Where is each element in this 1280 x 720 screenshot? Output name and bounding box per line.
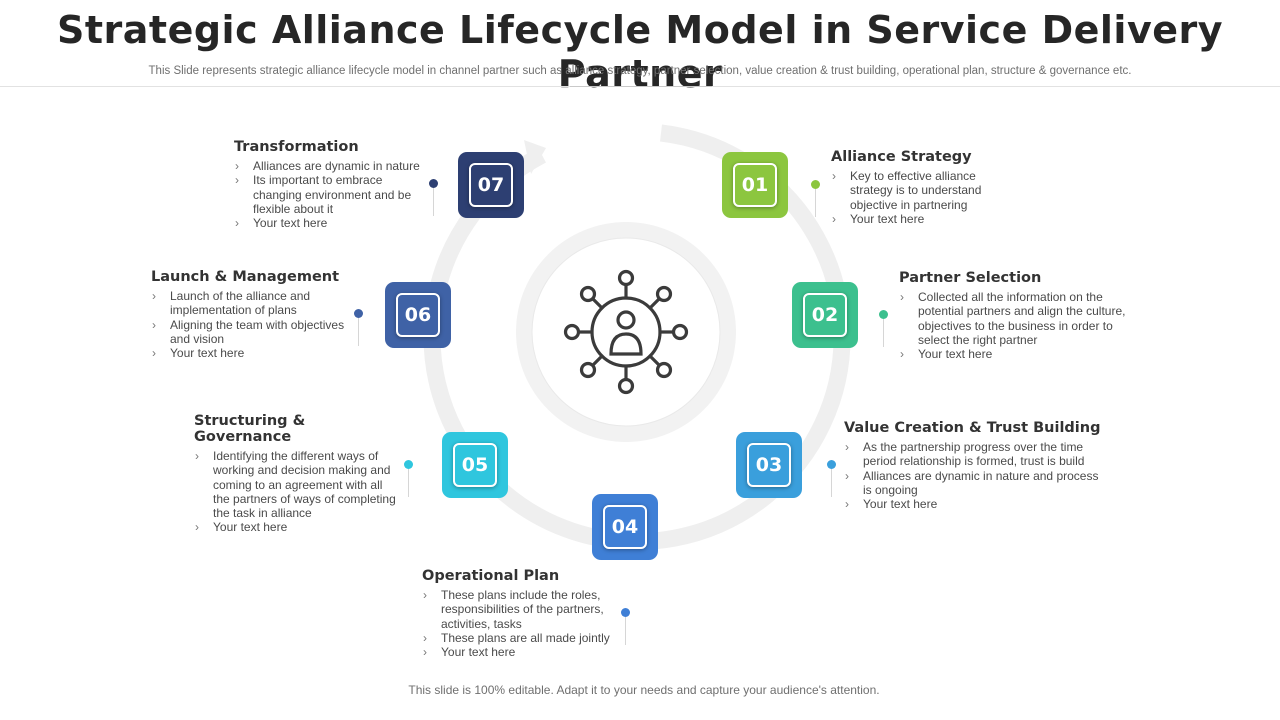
step-04-badge: 04	[592, 494, 658, 560]
step-02-connector-stem	[883, 319, 884, 347]
step-07-connector-dot	[429, 179, 438, 188]
step-06-badge: 06	[385, 282, 451, 348]
step-03-connector-stem	[831, 469, 832, 497]
step-06-text-block: Launch & Management Launch of the allian…	[151, 269, 351, 361]
step-02-badge: 02	[792, 282, 858, 348]
step-03-bullet: As the partnership progress over the tim…	[844, 440, 1104, 469]
step-03-text-block: Value Creation & Trust Building As the p…	[844, 420, 1104, 512]
step-04-connector-dot	[621, 608, 630, 617]
step-02-number: 02	[803, 293, 847, 337]
footer-note: This slide is 100% editable. Adapt it to…	[408, 683, 880, 697]
step-05-bullet-list: Identifying the different ways of workin…	[194, 449, 399, 535]
step-06-connector-dot	[354, 309, 363, 318]
step-01-bullet-list: Key to effective alliance strategy is to…	[831, 169, 1016, 226]
hub-inner-circle	[531, 237, 721, 427]
step-04-bullet: These plans are all made jointly	[422, 631, 622, 646]
step-03-number: 03	[747, 443, 791, 487]
step-01-badge: 01	[722, 152, 788, 218]
step-04-number: 04	[603, 505, 647, 549]
step-02-text-block: Partner Selection Collected all the info…	[899, 270, 1139, 362]
step-06-bullet-list: Launch of the alliance and implementatio…	[151, 289, 351, 361]
step-05-title: Structuring & Governance	[194, 413, 306, 445]
step-07-text-block: Transformation Alliances are dynamic in …	[234, 139, 429, 231]
page-subtitle: This Slide represents strategic alliance…	[148, 65, 1132, 77]
step-03-bullet-list: As the partnership progress over the tim…	[844, 440, 1104, 512]
step-02-bullet: Your text here	[899, 347, 1139, 362]
step-07-bullet-list: Alliances are dynamic in nature Its impo…	[234, 159, 429, 231]
step-05-number: 05	[453, 443, 497, 487]
step-03-connector-dot	[827, 460, 836, 469]
step-06-title: Launch & Management	[151, 269, 340, 285]
step-03-badge: 03	[736, 432, 802, 498]
step-02-title: Partner Selection	[899, 270, 1042, 286]
step-07-bullet: Alliances are dynamic in nature	[234, 159, 429, 174]
step-06-bullet: Launch of the alliance and implementatio…	[151, 289, 351, 318]
step-02-bullet-list: Collected all the information on the pot…	[899, 290, 1139, 362]
step-03-bullet: Your text here	[844, 497, 1104, 512]
step-01-connector-dot	[811, 180, 820, 189]
step-07-number: 07	[469, 163, 513, 207]
step-05-bullet: Identifying the different ways of workin…	[194, 449, 399, 520]
step-05-badge: 05	[442, 432, 508, 498]
step-04-connector-stem	[625, 617, 626, 645]
step-06-bullet: Aligning the team with objectives and vi…	[151, 318, 351, 347]
step-01-title: Alliance Strategy	[831, 149, 972, 165]
step-04-text-block: Operational Plan These plans include the…	[422, 568, 622, 660]
step-04-bullet-list: These plans include the roles, responsib…	[422, 588, 622, 660]
step-06-number: 06	[396, 293, 440, 337]
step-01-bullet: Key to effective alliance strategy is to…	[831, 169, 1016, 212]
cycle-arrowhead	[524, 140, 546, 174]
step-05-text-block: Structuring & Governance Identifying the…	[194, 413, 399, 535]
header-divider-accent	[570, 86, 712, 87]
step-07-title: Transformation	[234, 139, 359, 155]
step-02-bullet: Collected all the information on the pot…	[899, 290, 1139, 347]
step-04-title: Operational Plan	[422, 568, 560, 584]
step-01-connector-stem	[815, 189, 816, 217]
step-07-bullet: Its important to embrace changing enviro…	[234, 173, 429, 216]
step-02-connector-dot	[879, 310, 888, 319]
step-06-connector-stem	[358, 318, 359, 346]
page-title: Strategic Alliance Lifecycle Model in Se…	[56, 8, 1224, 96]
step-03-bullet: Alliances are dynamic in nature and proc…	[844, 469, 1104, 498]
step-01-text-block: Alliance Strategy Key to effective allia…	[831, 149, 1016, 226]
step-04-bullet: These plans include the roles, responsib…	[422, 588, 622, 631]
step-01-bullet: Your text here	[831, 212, 1016, 227]
step-07-connector-stem	[433, 188, 434, 216]
step-04-bullet: Your text here	[422, 645, 622, 660]
step-07-bullet: Your text here	[234, 216, 429, 231]
step-05-connector-dot	[404, 460, 413, 469]
step-05-connector-stem	[408, 469, 409, 497]
step-03-title: Value Creation & Trust Building	[844, 420, 1101, 436]
step-01-number: 01	[733, 163, 777, 207]
step-06-bullet: Your text here	[151, 346, 351, 361]
step-07-badge: 07	[458, 152, 524, 218]
network-user-icon	[563, 269, 689, 395]
step-05-bullet: Your text here	[194, 520, 399, 535]
